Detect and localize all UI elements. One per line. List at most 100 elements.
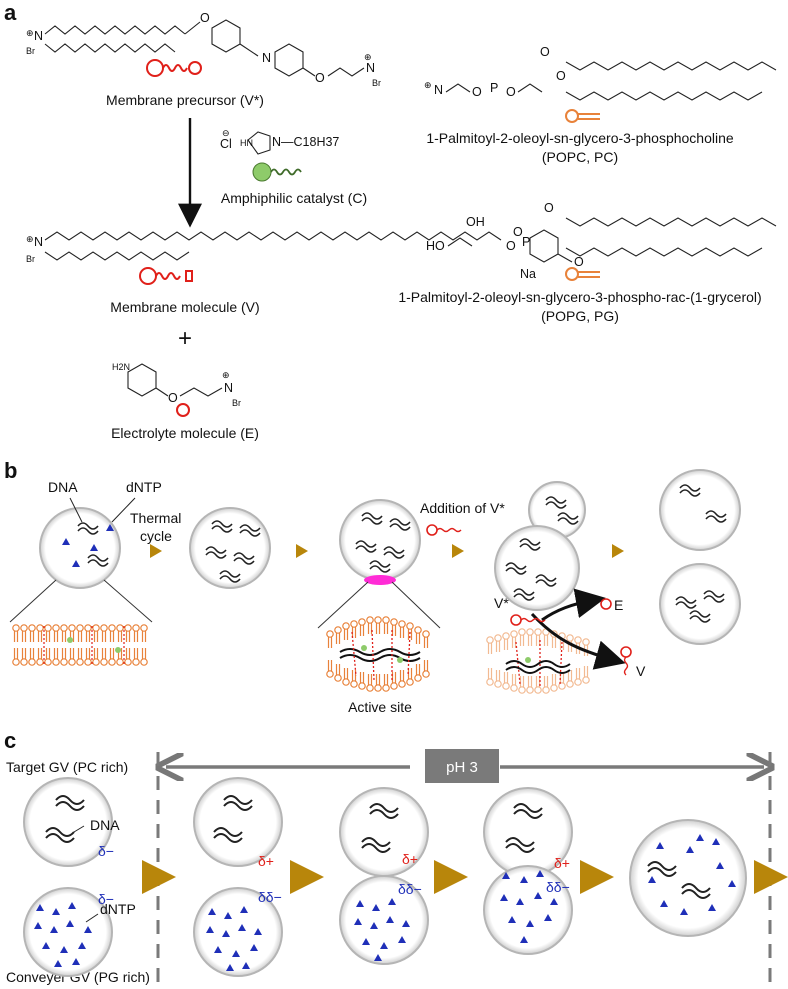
ph-box (425, 749, 499, 783)
step-arrow-b2 (296, 544, 308, 558)
thermal-label-2: cycle (140, 528, 172, 544)
merged-gv (629, 819, 747, 937)
svg-text:O: O (574, 255, 584, 269)
membrane-molecule-structure-2 (44, 251, 190, 261)
popg-name: 1-Palmitoyl-2-oleoyl-sn-glycero-3-phosph… (398, 289, 761, 305)
e-icon (600, 598, 612, 610)
membrane-molecule-label: Membrane molecule (V) (110, 299, 259, 315)
thermal-label-1: Thermal (130, 510, 181, 526)
step-arrow-c1 (142, 860, 176, 894)
panel-label-a: a (4, 0, 17, 25)
vesicle-b1 (39, 507, 121, 589)
popg-oh: OH (466, 215, 485, 229)
catalyst-formula: N—C18H37 (272, 135, 339, 149)
dna-label-c: DNA (90, 817, 120, 833)
membrane-molecule-structure: ⊕ N Br (26, 231, 502, 264)
svg-text:N: N (366, 61, 375, 75)
dntp-label-c: dNTP (100, 901, 136, 917)
reaction-arrow-v (530, 612, 626, 670)
svg-text:O: O (544, 201, 554, 215)
vesicle-b4-large (494, 525, 580, 611)
vesicle-b6 (659, 563, 741, 645)
delta-minus-1: δ− (98, 843, 114, 859)
svg-text:⊕: ⊕ (26, 28, 34, 38)
svg-text:Br: Br (232, 398, 241, 408)
delta-minus-2: δ− (98, 891, 114, 907)
step-arrow-b3 (452, 544, 464, 558)
electrolyte-structure: H2N O ⊕ N Br (112, 362, 241, 417)
target-gv-1 (23, 777, 113, 867)
bilayer-b1 (12, 624, 148, 666)
svg-text:N: N (434, 83, 443, 97)
popc-structure: ⊕ N O P O O O (424, 45, 777, 101)
conveyer-gv-2 (193, 887, 283, 977)
vesicle-b2 (189, 507, 271, 589)
panel-label-b: b (4, 458, 17, 483)
electrolyte-label: Electrolyte molecule (E) (111, 425, 259, 441)
v-label: V (636, 663, 646, 679)
step-arrow-c4 (580, 860, 614, 894)
br-counterion-2: Br (372, 78, 381, 88)
popc-name: 1-Palmitoyl-2-oleoyl-sn-glycero-3-phosph… (426, 130, 734, 146)
e-label: E (614, 597, 623, 613)
v-star-label: V* (494, 595, 509, 611)
active-site-patch (364, 575, 396, 585)
svg-text:O: O (200, 11, 210, 25)
svg-text:⊖: ⊖ (222, 128, 230, 138)
target-gv-label: Target GV (PC rich) (6, 759, 128, 775)
svg-text:P: P (490, 81, 498, 95)
svg-text:O: O (168, 391, 178, 405)
popc-icon (565, 109, 600, 123)
svg-text:O: O (513, 225, 523, 239)
step-arrow-c2 (290, 860, 324, 894)
membrane-molecule-icon (139, 267, 193, 285)
target-gv-2 (193, 777, 283, 867)
v-star-icon-b (426, 524, 462, 536)
catalyst-structure: ⊖ Cl HN N—C18H37 (220, 128, 339, 182)
catalyst-label: Amphiphilic catalyst (C) (221, 190, 367, 206)
svg-text:N: N (34, 235, 43, 249)
catalyst-head-icon (252, 162, 272, 182)
svg-text:N: N (262, 51, 271, 65)
active-site-bilayer (326, 616, 430, 692)
panel-label-c: c (4, 728, 16, 753)
svg-text:O: O (315, 71, 325, 85)
dna-label-b: DNA (48, 479, 78, 495)
step-arrow-b4 (612, 544, 624, 558)
dntp-label-b: dNTP (126, 479, 162, 495)
reaction-arrow-e (541, 588, 606, 622)
v-icon (620, 646, 632, 676)
active-site-label: Active site (348, 699, 412, 715)
svg-text:O: O (506, 239, 516, 253)
svg-text:⊕: ⊕ (424, 80, 432, 90)
electrolyte-icon (176, 403, 190, 417)
catalyst-counterion: Cl (220, 137, 232, 151)
br-counterion-1: Br (26, 46, 35, 56)
ddelta-minus-4: δδ− (546, 879, 570, 895)
svg-text:P: P (522, 235, 530, 249)
conveyer-gv-4 (483, 865, 573, 955)
svg-text:O: O (506, 85, 516, 99)
popg-icon (565, 267, 600, 281)
vesicle-b5 (659, 469, 741, 551)
sodium-ion: Na (520, 267, 536, 281)
ddelta-minus-2: δδ− (258, 889, 282, 905)
svg-text:HN: HN (240, 138, 253, 148)
delta-plus-2: δ+ (258, 853, 274, 869)
addition-label: Addition of V* (420, 500, 505, 516)
conveyer-gv-3 (339, 875, 429, 965)
svg-text:O: O (556, 69, 566, 83)
delta-plus-4: δ+ (554, 855, 570, 871)
step-arrow-b1 (150, 544, 162, 558)
popg-abbrev: (POPG, PG) (541, 308, 619, 324)
svg-text:⊕: ⊕ (364, 52, 372, 62)
svg-text:⊕: ⊕ (222, 370, 230, 380)
reaction-zone (486, 628, 590, 694)
conveyer-gv-label: Conveyer GV (PG rich) (6, 969, 150, 985)
conveyer-gv-1 (23, 887, 113, 977)
step-arrow-c5 (754, 860, 788, 894)
popg-structure: HO OH O P Na O (426, 201, 777, 281)
svg-text:O: O (540, 45, 550, 59)
step-arrow-c3 (434, 860, 468, 894)
